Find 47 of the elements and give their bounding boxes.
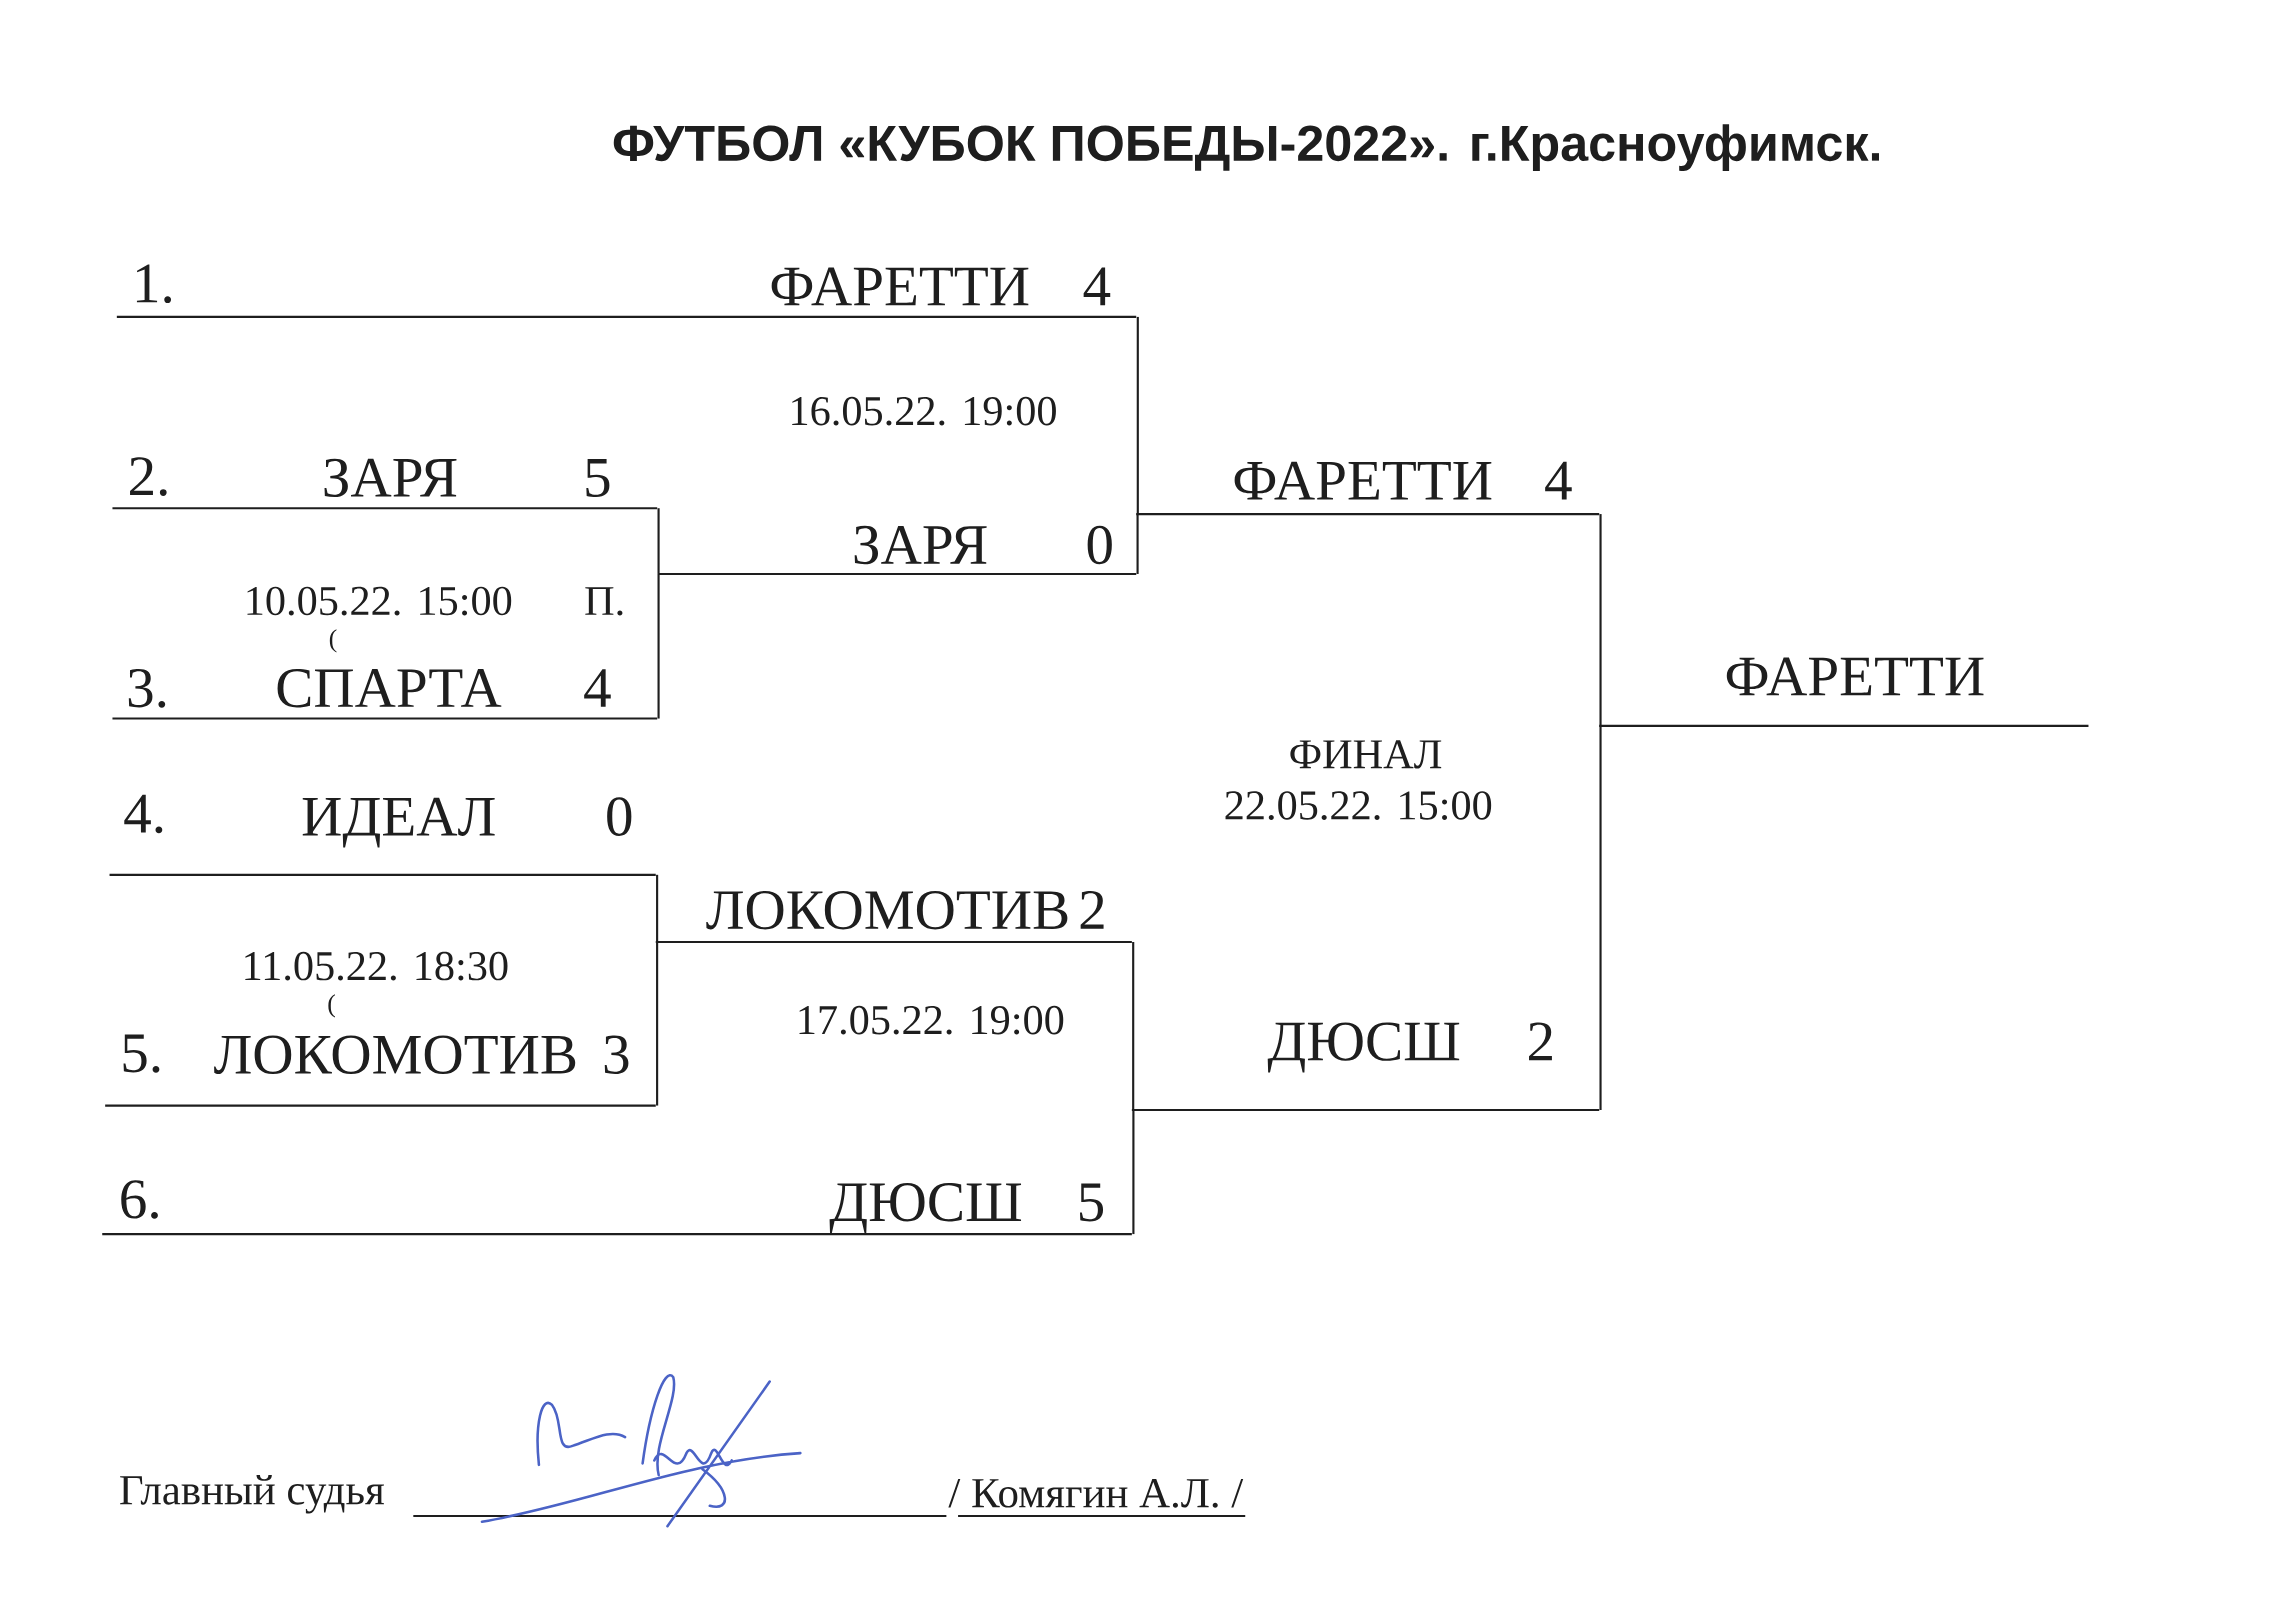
team-name: ФАРЕТТИ	[771, 267, 1029, 305]
score: 5	[1080, 1183, 1104, 1222]
score: 3	[604, 1035, 629, 1074]
score: 2	[1080, 890, 1104, 929]
score: 0	[1087, 525, 1112, 565]
team-name: ИДЕАЛ	[302, 797, 495, 848]
score: 4	[584, 669, 611, 707]
connector-line	[1132, 1109, 1135, 1234]
seed-number: 3.	[128, 668, 166, 708]
score: 4	[1083, 267, 1111, 305]
seed-number: 2.	[130, 457, 167, 496]
connector-line	[1599, 513, 1602, 726]
team-name: ЛОКОМОТИВ	[706, 890, 1068, 930]
connector-line	[657, 573, 660, 719]
score: 0	[607, 797, 632, 836]
team-name: ЛОКОМОТИВ	[214, 1035, 576, 1074]
connector-line	[1132, 941, 1135, 1110]
round-title: ФИНАЛ	[1290, 740, 1442, 769]
seed-number: 1.	[136, 264, 172, 303]
match-date: 17.05.22. 19:00	[799, 1005, 1064, 1035]
score: 5	[586, 458, 610, 497]
connector-line	[656, 941, 659, 1106]
match-date: 10.05.22. 15:00	[247, 586, 512, 616]
match-date: 11.05.22. 18:30	[245, 951, 508, 981]
seed-number: 5.	[123, 1034, 160, 1073]
title: ФУТБОЛ «КУБОК ПОБЕДЫ-2022». г.Красноуфимск.	[613, 123, 1880, 171]
note-text: П.	[585, 586, 623, 616]
connector-line	[1136, 513, 1139, 574]
role-label: Главный судья	[120, 1474, 384, 1514]
team-name: СПАРТА	[277, 668, 502, 708]
connector-line	[1136, 316, 1139, 514]
score: 4	[1545, 461, 1572, 500]
team-name: ФАРЕТТИ	[1234, 461, 1492, 500]
connector-line	[657, 508, 660, 574]
seed-number: 4.	[124, 794, 163, 834]
team-name: ФАРЕТТИ	[1726, 657, 1984, 695]
team-name: ЗАРЯ	[324, 458, 457, 497]
team-name: ЗАРЯ	[854, 525, 987, 565]
connector-line	[1599, 725, 1602, 1110]
score: 2	[1529, 1022, 1552, 1061]
connector-line	[656, 874, 659, 942]
signatory-name: / Комягин А.Л. /	[948, 1478, 1246, 1517]
match-date: 16.05.22. 19:00	[792, 396, 1056, 426]
match-date: 22.05.22. 15:00	[1225, 790, 1492, 820]
team-name: ДЮСШ	[1267, 1022, 1460, 1073]
team-name: ДЮСШ	[829, 1182, 1022, 1233]
seed-number: 6.	[121, 1179, 158, 1219]
